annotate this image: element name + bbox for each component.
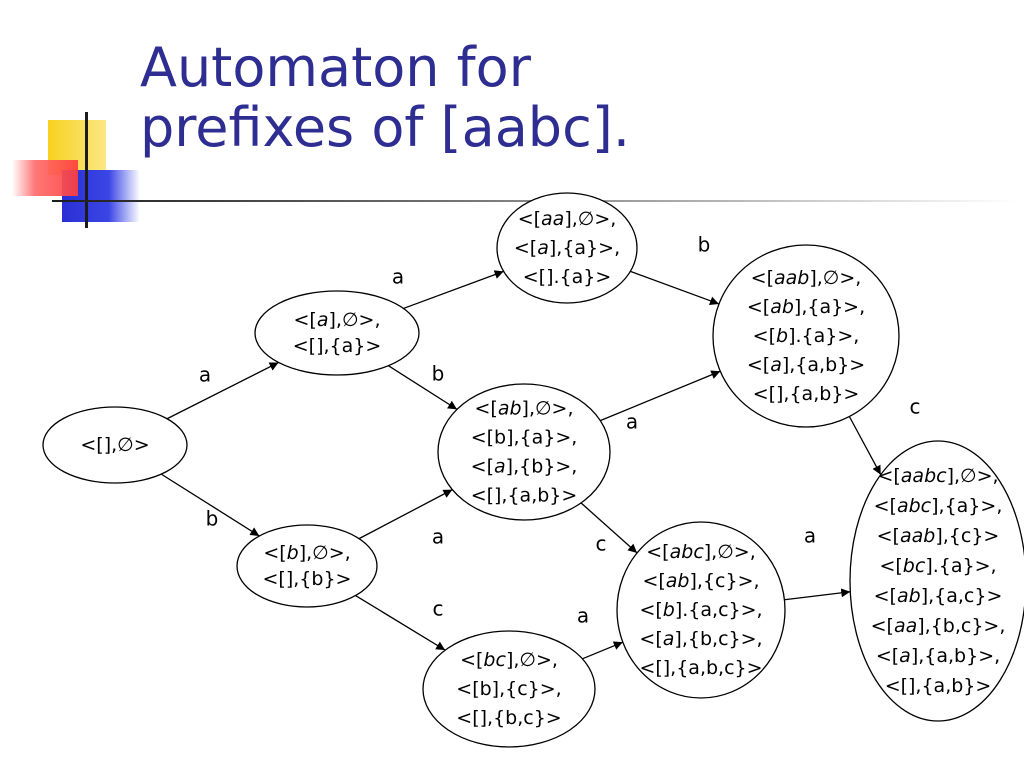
transition-arrow <box>600 370 721 422</box>
title-line-2: prefixes of [aabc]. <box>140 96 631 159</box>
transition-label: c <box>910 395 921 419</box>
state-label-line: <[],{a,b}> <box>885 675 992 697</box>
state-label-line: <[b].{a,c}>, <box>639 599 762 621</box>
state-label-line: <[a],{b}>, <box>471 455 578 477</box>
transition-n5-n7: a <box>577 604 624 660</box>
transition-n2-n5: c <box>355 594 446 651</box>
state-label-line: <[ab],{a,c}> <box>874 585 1003 607</box>
state-label-line: <[ab],{a}>, <box>747 296 865 318</box>
state-ellipse <box>236 524 378 608</box>
transition-arrow <box>580 502 638 554</box>
transition-label: b <box>432 362 445 386</box>
transition-arrow <box>582 641 624 660</box>
state-label-line: <[a],{a,b}> <box>747 354 865 376</box>
transition-n7-n8: a <box>784 524 851 601</box>
state-node-n5: <[bc],∅>, <[b],{c}>, <[],{b,c}> <box>422 630 596 748</box>
state-label-line: <[abc],∅>, <box>646 541 755 563</box>
transition-arrow <box>848 416 882 476</box>
state-label-line: <[b].{a}>, <box>753 325 860 347</box>
state-label-line: <[b],{c}>, <box>456 678 561 700</box>
transition-n1-n3: a <box>392 265 504 310</box>
state-label-line: <[aab],{c}> <box>877 525 1000 547</box>
transition-label: c <box>596 532 607 556</box>
state-label-line: <[b],{a}>, <box>471 426 578 448</box>
transition-arrow <box>355 594 446 651</box>
state-label-line: <[aa],{b,c}>, <box>871 615 1006 637</box>
state-label-line: <[],{b,c}> <box>456 707 561 729</box>
transition-n6-n8: c <box>848 395 921 476</box>
transition-arrow <box>630 270 720 306</box>
state-label-line: <[ab],{c}>, <box>642 570 759 592</box>
transition-arrow <box>160 473 260 537</box>
state-label-line: <[aab],∅>, <box>751 267 862 289</box>
state-label-line: <[],{b}> <box>263 568 352 590</box>
state-label-line: <[],{a,b}> <box>753 383 860 405</box>
transition-n2-n4: a <box>358 489 453 549</box>
state-label-line: <[aabc],∅>, <box>877 465 998 487</box>
slide-title: Automaton for prefixes of [aabc]. <box>140 38 630 158</box>
state-label-line: <[ab],∅>, <box>474 397 573 419</box>
transition-label: a <box>432 525 444 549</box>
transition-label: a <box>626 410 638 434</box>
state-label-line: <[],{a,b}> <box>471 484 578 506</box>
state-label-line: <[a],{a,b}>, <box>876 645 1000 667</box>
transition-n0-n2: b <box>160 473 260 537</box>
transition-n4-n7: c <box>580 502 638 556</box>
transition-label: b <box>698 233 711 257</box>
state-label-line: <[bc].{a}>, <box>879 555 996 577</box>
title-line-1: Automaton for <box>140 36 531 99</box>
transition-arrow <box>403 270 504 310</box>
state-node-n2: <[b],∅>, <[],{b}> <box>236 524 378 608</box>
transition-label: a <box>199 363 211 387</box>
state-label-line: <[a],{b,c}>, <box>639 628 762 650</box>
state-label-line: <[aa],∅>, <box>518 208 617 230</box>
state-node-n6: <[aab],∅>, <[ab],{a}>, <[b].{a}>, <[a],{a,b… <box>712 244 900 428</box>
state-label-line: <[a],{a}>, <box>514 237 620 259</box>
transition-arrow <box>388 365 458 410</box>
state-node-n3: <[aa],∅>, <[a],{a}>, <[].{a}> <box>496 192 638 304</box>
transition-label: c <box>433 597 444 621</box>
state-label-line: <[].{a}> <box>523 266 612 288</box>
state-ellipse <box>496 192 638 304</box>
corner-decoration <box>12 112 140 228</box>
transition-n3-n6: b <box>630 233 720 306</box>
state-ellipse <box>712 244 900 428</box>
vertical-line <box>85 112 88 228</box>
state-label-line: <[abc],{a}>, <box>874 495 1003 517</box>
transition-arrow <box>166 361 279 420</box>
transition-n0-n1: a <box>166 361 279 420</box>
state-node-n8: <[aabc],∅>, <[abc],{a}>, <[aab],{c}> <[bc].… <box>849 440 1024 722</box>
state-label-line: <[bc],∅>, <box>460 649 558 671</box>
transition-n4-n6: a <box>600 370 721 434</box>
state-ellipse <box>849 440 1024 722</box>
state-label-line: <[a],∅>, <box>294 309 381 331</box>
state-ellipse <box>437 383 611 521</box>
transition-arrow <box>784 588 851 601</box>
state-label-line: <[],{a}> <box>293 335 382 357</box>
state-label-line: <[],{a,b,c}> <box>639 657 762 679</box>
state-label-line: <[b],∅>, <box>263 542 350 564</box>
transition-label: b <box>206 507 219 531</box>
state-ellipse <box>254 290 420 376</box>
state-node-n1: <[a],∅>, <[],{a}> <box>254 290 420 376</box>
state-node-n0: <[],∅> <box>42 406 188 484</box>
state-ellipse <box>616 521 786 699</box>
state-node-n4: <[ab],∅>, <[b],{a}>, <[a],{b}>, <[],{a,b}> <box>437 383 611 521</box>
transition-arrow <box>358 489 453 540</box>
state-node-n7: <[abc],∅>, <[ab],{c}>, <[b].{a,c}>, <[a],{b… <box>616 521 786 699</box>
transition-n1-n4: b <box>388 362 458 410</box>
state-ellipse <box>422 630 596 748</box>
transition-label: a <box>804 524 816 548</box>
state-ellipse <box>42 406 188 484</box>
red-bar <box>12 160 78 196</box>
transition-label: a <box>577 604 589 628</box>
transition-label: a <box>392 265 404 289</box>
state-label-line: <[],∅> <box>80 434 149 456</box>
